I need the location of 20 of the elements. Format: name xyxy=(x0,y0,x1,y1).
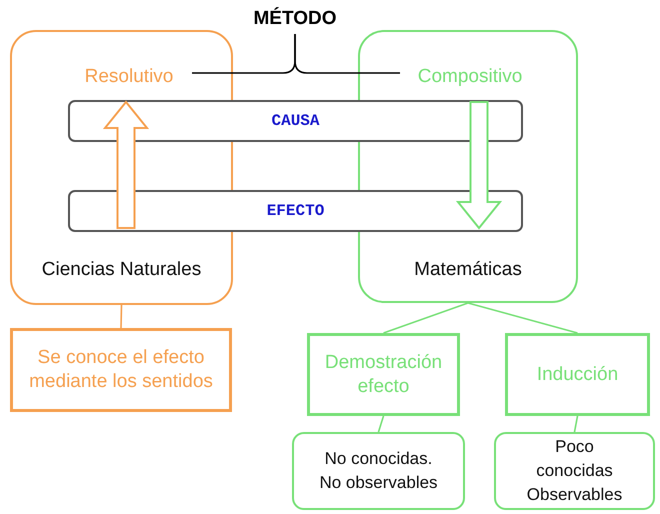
text-box: Se conoce el efecto mediante los sentidos xyxy=(10,328,232,412)
connector-line xyxy=(120,304,122,328)
rounded-box: Poco conocidas Observables xyxy=(494,432,655,510)
box-heading: Resolutivo xyxy=(70,62,188,92)
bar-box: EFECTO xyxy=(68,190,523,232)
hollow-arrow xyxy=(456,101,502,230)
connector-line xyxy=(383,302,468,334)
hollow-arrow xyxy=(102,100,150,229)
heading-text: MÉTODO xyxy=(235,4,355,34)
box-label: Ciencias Naturales xyxy=(40,258,202,282)
box-heading: Compositivo xyxy=(404,62,536,92)
bracket-line xyxy=(294,34,400,74)
connector-line xyxy=(378,416,384,432)
connector-line xyxy=(468,302,578,334)
bar-box: CAUSA xyxy=(68,100,523,142)
text-box: Inducción xyxy=(505,333,650,416)
text-box: Demostración efecto xyxy=(307,333,460,416)
box-label: Matemáticas xyxy=(413,258,523,282)
connector-line xyxy=(574,416,578,432)
rounded-box: No conocidas. No observables xyxy=(292,432,465,510)
